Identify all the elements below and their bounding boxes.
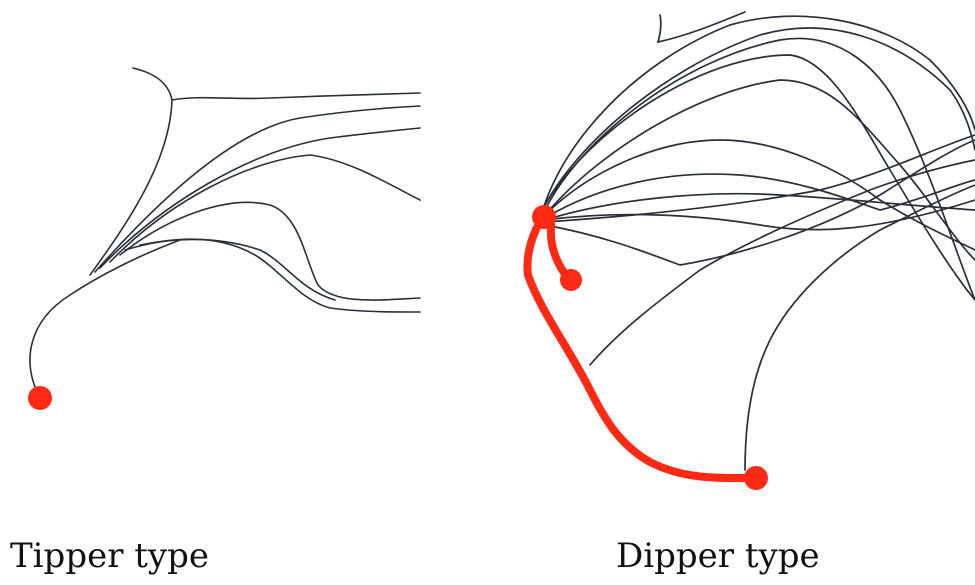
tipper-trajectory [100,128,420,268]
dipper-trajectory [540,16,975,220]
tipper-type-caption: Tipper type [10,536,209,576]
tipper-origin-dot [28,386,52,410]
tipper-trajectory [90,68,172,275]
dipper-trajectory [545,174,975,218]
dipper-trajectory [590,160,975,365]
dipper-inner-dot [560,269,582,291]
dipper-start-dot [532,205,556,229]
dipper-trajectory [540,28,975,215]
tipper-trajectory [95,106,420,272]
tipper-trajectory [125,239,420,312]
dipper-trajectory [545,140,975,250]
dipper-end-dot [744,466,768,490]
tipper-trajectory [120,202,420,300]
tipper-trajectory [172,93,420,100]
dipper-trajectory [545,194,975,220]
dipper-panel [527,12,975,490]
dipper-trajectory [545,80,975,260]
tipper-panel [28,68,420,410]
dipper-type-caption: Dipper type [616,536,820,576]
tipper-trajectory [140,240,335,300]
